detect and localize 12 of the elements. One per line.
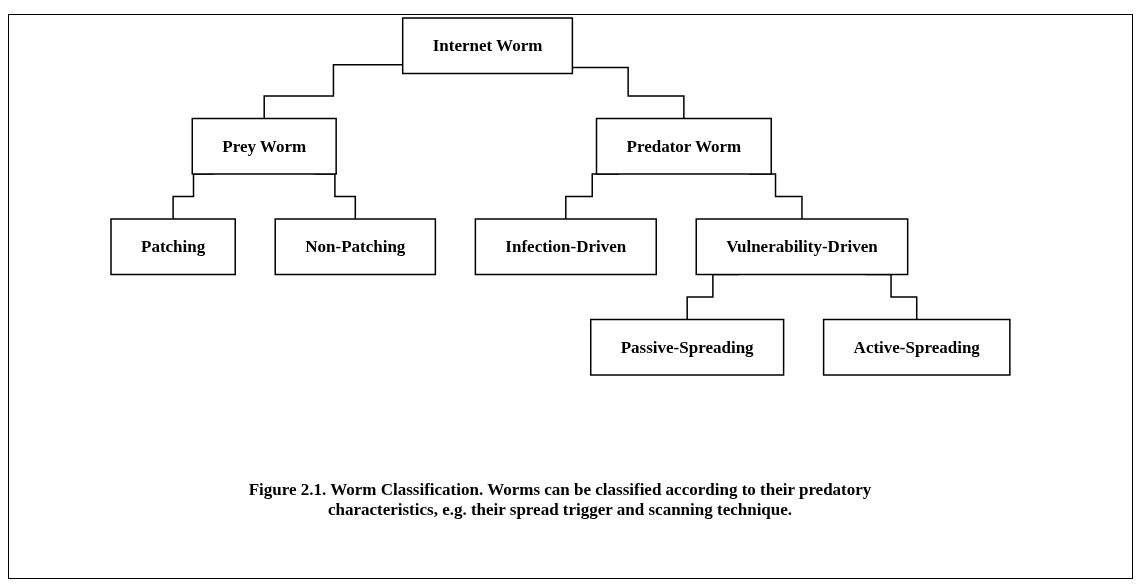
connector xyxy=(571,66,685,120)
node-box: Infection-Driven xyxy=(474,218,657,276)
node-box: Patching xyxy=(109,218,236,276)
connector xyxy=(263,64,403,120)
node-box: Internet Worm xyxy=(401,17,573,75)
node-box: Passive-Spreading xyxy=(589,318,784,376)
node-box: Non-Patching xyxy=(274,218,436,276)
node-box: Active-Spreading xyxy=(822,318,1011,376)
figure-caption: Figure 2.1. Worm Classification. Worms can be classified according to their predatory characteristics, e.g. their spread trigger and scanning technique. xyxy=(247,480,873,520)
node-box: Vulnerability-Driven xyxy=(695,218,908,276)
node-box: Predator Worm xyxy=(595,117,772,175)
node-box: Prey Worm xyxy=(191,117,337,175)
